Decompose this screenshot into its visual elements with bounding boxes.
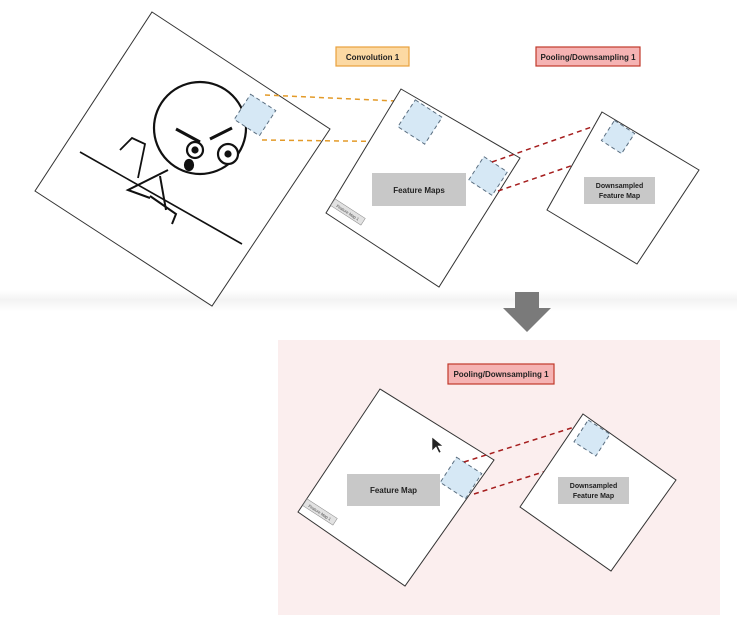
pooling-1-badge-top: Pooling/Downsampling 1 bbox=[535, 46, 641, 67]
convolution-1-badge: Convolution 1 bbox=[335, 46, 410, 67]
downsampled-line2-top: Feature Map bbox=[599, 193, 640, 200]
pooling-1-text-bottom: Pooling/Downsampling 1 bbox=[453, 370, 549, 379]
input-image-card bbox=[34, 11, 331, 307]
pooling-1-badge-bottom: Pooling/Downsampling 1 bbox=[447, 363, 555, 385]
downsampled-line2-bottom: Feature Map bbox=[573, 493, 614, 500]
feature-map-label-box bbox=[347, 474, 440, 506]
pooling-1-text-top: Pooling/Downsampling 1 bbox=[540, 53, 636, 62]
section-divider bbox=[0, 290, 737, 312]
mouse-cursor-icon bbox=[431, 436, 444, 454]
convolution-1-text: Convolution 1 bbox=[346, 53, 400, 62]
downsampled-line1-bottom: Downsampled bbox=[570, 483, 617, 490]
pool-projection-lines-bottom bbox=[463, 423, 607, 495]
downsampled-label-box-top bbox=[584, 177, 655, 204]
feature-map-label: Feature Map bbox=[370, 486, 417, 495]
downsampled-card-bottom: Downsampled Feature Map bbox=[519, 413, 677, 572]
feature-maps-card-top: Feature Maps Feature Map 1 bbox=[325, 88, 521, 288]
feature-maps-label-box bbox=[372, 173, 466, 206]
downsampled-line1-top: Downsampled bbox=[596, 183, 643, 190]
stick-figure-drawing bbox=[79, 80, 248, 245]
downsampled-card-top: Downsampled Feature Map bbox=[546, 111, 700, 265]
downsampled-cell-top bbox=[600, 119, 636, 155]
feature-maps-label: Feature Maps bbox=[393, 186, 445, 195]
feature-map-card-bottom: Feature Map Feature Map 1 bbox=[297, 388, 495, 587]
downsampled-label-box-bottom bbox=[558, 477, 629, 504]
pooling-window-bottom bbox=[439, 456, 483, 500]
down-arrow bbox=[503, 292, 551, 332]
